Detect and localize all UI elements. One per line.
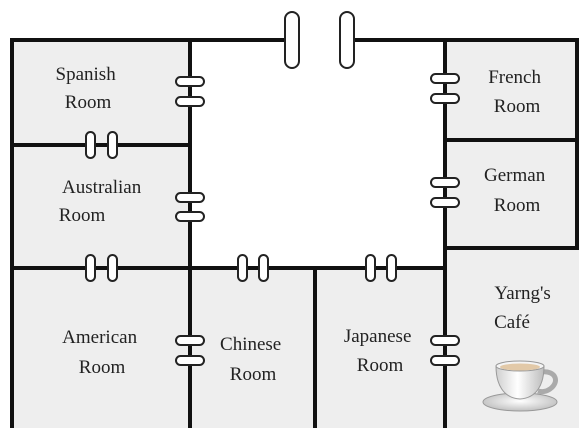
door-icon [175, 96, 205, 107]
japanese-cafe-door[interactable] [430, 335, 460, 366]
chinese-room-label: Chinese Room [220, 334, 286, 385]
spanish-room-label: Spanish Room [56, 64, 121, 113]
american-room-label-line2: Room [79, 357, 126, 378]
german-room-label-line1: German [484, 165, 546, 186]
spanish-room-label-line1: Spanish [56, 64, 117, 85]
american-room-area [12, 268, 190, 428]
doors [85, 11, 460, 366]
chinese-room-area [190, 268, 315, 428]
door-icon [175, 355, 205, 366]
australian-room-door[interactable] [175, 192, 205, 222]
australian-room-area [12, 145, 190, 268]
australian-room-label: Australian Room [59, 177, 146, 226]
japanese-room-area [315, 268, 445, 428]
door-icon [386, 254, 397, 282]
door-icon [339, 11, 355, 69]
door-icon [430, 335, 460, 346]
japanese-room-label: Japanese Room [344, 326, 416, 376]
american-room-label-line1: American [62, 327, 137, 348]
cafe-label: Yarng's Café [494, 283, 556, 333]
german-room-door[interactable] [430, 177, 460, 208]
walls [10, 38, 579, 428]
spanish-australian-door[interactable] [85, 131, 118, 159]
door-icon [85, 254, 96, 282]
cup-body [495, 365, 545, 400]
door-icon [107, 254, 118, 282]
door-icon [175, 335, 205, 346]
australian-room-label-line1: Australian [62, 177, 142, 198]
door-icon [175, 192, 205, 203]
french-room-door[interactable] [430, 73, 460, 104]
door-icon [365, 254, 376, 282]
german-room-label: German Room [484, 165, 550, 216]
german-room-area [445, 140, 579, 248]
door-icon [430, 93, 460, 104]
coffee-surface [500, 363, 540, 371]
french-room-label-line2: Room [494, 96, 541, 117]
door-icon [258, 254, 269, 282]
cafe-label-line1: Yarng's [494, 283, 550, 304]
cafe-label-line2: Café [494, 312, 530, 333]
japanese-room-top-door[interactable] [365, 254, 397, 282]
door-icon [284, 11, 300, 69]
american-room-label: American Room [62, 327, 142, 378]
central-hall [190, 40, 445, 268]
door-icon [430, 197, 460, 208]
door-icon [107, 131, 118, 159]
chinese-room-top-door[interactable] [237, 254, 269, 282]
chinese-room-label-line2: Room [230, 364, 277, 385]
door-icon [175, 211, 205, 222]
australian-room-label-line2: Room [59, 205, 106, 226]
japanese-room-label-line1: Japanese [344, 326, 412, 347]
chinese-room-label-line1: Chinese [220, 334, 281, 355]
door-icon [430, 73, 460, 84]
coffee-cup-icon [482, 360, 558, 412]
spanish-room-door[interactable] [175, 76, 205, 107]
room-labels: Spanish Room Australian Room American Ro… [56, 64, 556, 385]
american-chinese-door[interactable] [175, 335, 205, 366]
french-room-area [445, 40, 579, 140]
door-icon [430, 177, 460, 188]
spanish-room-area [12, 40, 190, 145]
japanese-room-label-line2: Room [357, 355, 404, 376]
australian-american-door[interactable] [85, 254, 118, 282]
french-room-label: French Room [488, 67, 546, 117]
german-room-label-line2: Room [494, 195, 541, 216]
door-icon [85, 131, 96, 159]
door-icon [237, 254, 248, 282]
main-entrance-door[interactable] [284, 11, 355, 69]
french-room-label-line1: French [488, 67, 541, 88]
door-icon [175, 76, 205, 87]
cup-handle [537, 369, 558, 395]
door-icon [430, 355, 460, 366]
spanish-room-label-line2: Room [65, 92, 112, 113]
